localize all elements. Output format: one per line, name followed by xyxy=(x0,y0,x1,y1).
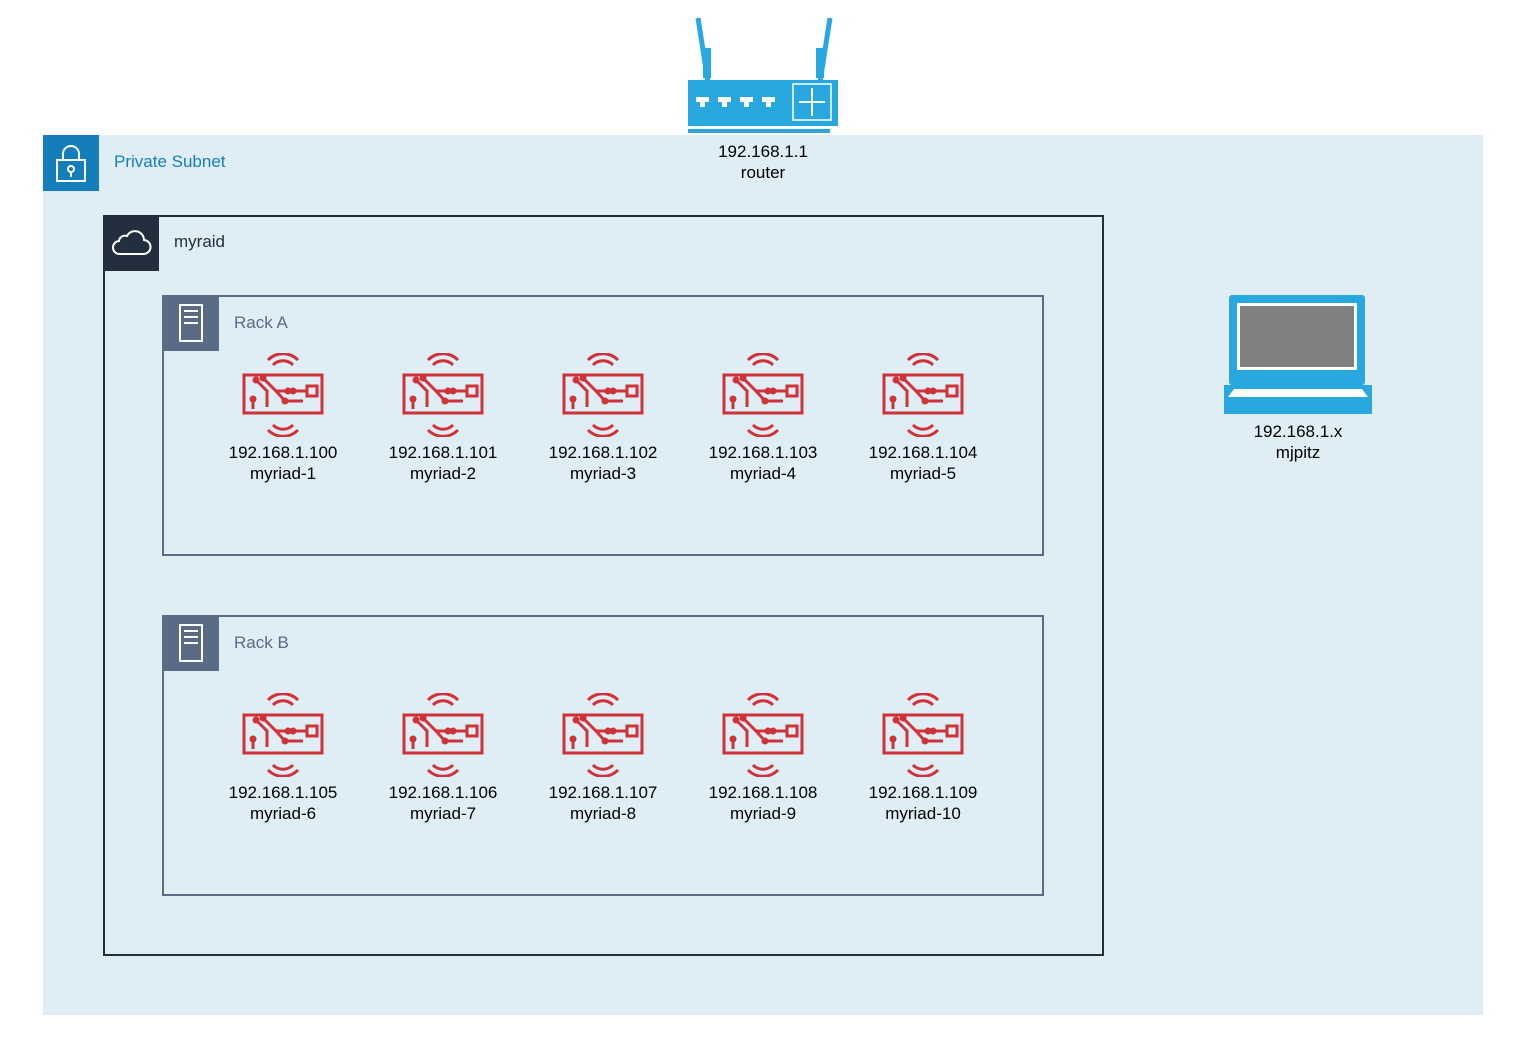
iot-board-icon xyxy=(562,353,644,437)
device-name: myriad-5 xyxy=(889,464,957,483)
router-icon xyxy=(688,17,838,133)
server-rack-icon xyxy=(162,295,219,351)
private-subnet-group xyxy=(43,135,1483,1015)
rack-a-group xyxy=(162,295,1044,556)
iot-board-icon xyxy=(562,693,644,777)
device-node: 192.168.1.104 myriad-5 xyxy=(853,353,993,484)
router-ip: 192.168.1.1 xyxy=(718,142,808,161)
device-ip: 192.168.1.108 xyxy=(708,783,818,802)
iot-board-icon xyxy=(722,693,804,777)
laptop-node: 192.168.1.x mjpitz xyxy=(1222,294,1374,463)
device-node: 192.168.1.101 myriad-2 xyxy=(373,353,513,484)
rack-b-label: Rack B xyxy=(234,633,289,652)
cloud-group xyxy=(103,215,1104,956)
laptop-name: mjpitz xyxy=(1275,443,1321,462)
device-name: myriad-2 xyxy=(409,464,477,483)
iot-board-icon xyxy=(882,353,964,437)
iot-board-icon xyxy=(402,353,484,437)
device-name: myriad-6 xyxy=(249,804,317,823)
rack-b-group xyxy=(162,615,1044,896)
iot-board-icon xyxy=(402,693,484,777)
iot-board-icon xyxy=(882,693,964,777)
device-node: 192.168.1.100 myriad-1 xyxy=(213,353,353,484)
cloud-icon xyxy=(103,215,159,271)
device-ip: 192.168.1.102 xyxy=(548,443,658,462)
device-name: myriad-3 xyxy=(569,464,637,483)
device-name: myriad-9 xyxy=(729,804,797,823)
rack-a-label: Rack A xyxy=(234,313,288,332)
device-ip: 192.168.1.109 xyxy=(868,783,978,802)
device-node: 192.168.1.102 myriad-3 xyxy=(533,353,673,484)
device-node: 192.168.1.103 myriad-4 xyxy=(693,353,833,484)
device-node: 192.168.1.109 myriad-10 xyxy=(853,693,993,824)
device-node: 192.168.1.108 myriad-9 xyxy=(693,693,833,824)
iot-board-icon xyxy=(242,353,324,437)
iot-board-icon xyxy=(722,353,804,437)
device-ip: 192.168.1.106 xyxy=(388,783,498,802)
device-name: myriad-10 xyxy=(885,804,961,823)
server-rack-icon xyxy=(162,615,219,671)
device-ip: 192.168.1.101 xyxy=(388,443,498,462)
lock-icon xyxy=(43,135,99,191)
device-node: 192.168.1.105 myriad-6 xyxy=(213,693,353,824)
laptop-icon xyxy=(1224,295,1372,414)
device-ip: 192.168.1.100 xyxy=(228,443,338,462)
subnet-label: Private Subnet xyxy=(114,152,226,171)
device-name: myriad-8 xyxy=(569,804,637,823)
router-node: 192.168.1.1 router xyxy=(688,14,838,183)
device-ip: 192.168.1.105 xyxy=(228,783,338,802)
router-name: router xyxy=(740,163,786,182)
cloud-label: myraid xyxy=(174,232,226,251)
device-node: 192.168.1.107 myriad-8 xyxy=(533,693,673,824)
device-ip: 192.168.1.103 xyxy=(708,443,818,462)
laptop-ip: 192.168.1.x xyxy=(1253,422,1343,441)
device-ip: 192.168.1.107 xyxy=(548,783,658,802)
device-name: myriad-7 xyxy=(409,804,477,823)
device-name: myriad-1 xyxy=(249,464,317,483)
iot-board-icon xyxy=(242,693,324,777)
device-name: myriad-4 xyxy=(729,464,797,483)
device-ip: 192.168.1.104 xyxy=(868,443,978,462)
device-node: 192.168.1.106 myriad-7 xyxy=(373,693,513,824)
